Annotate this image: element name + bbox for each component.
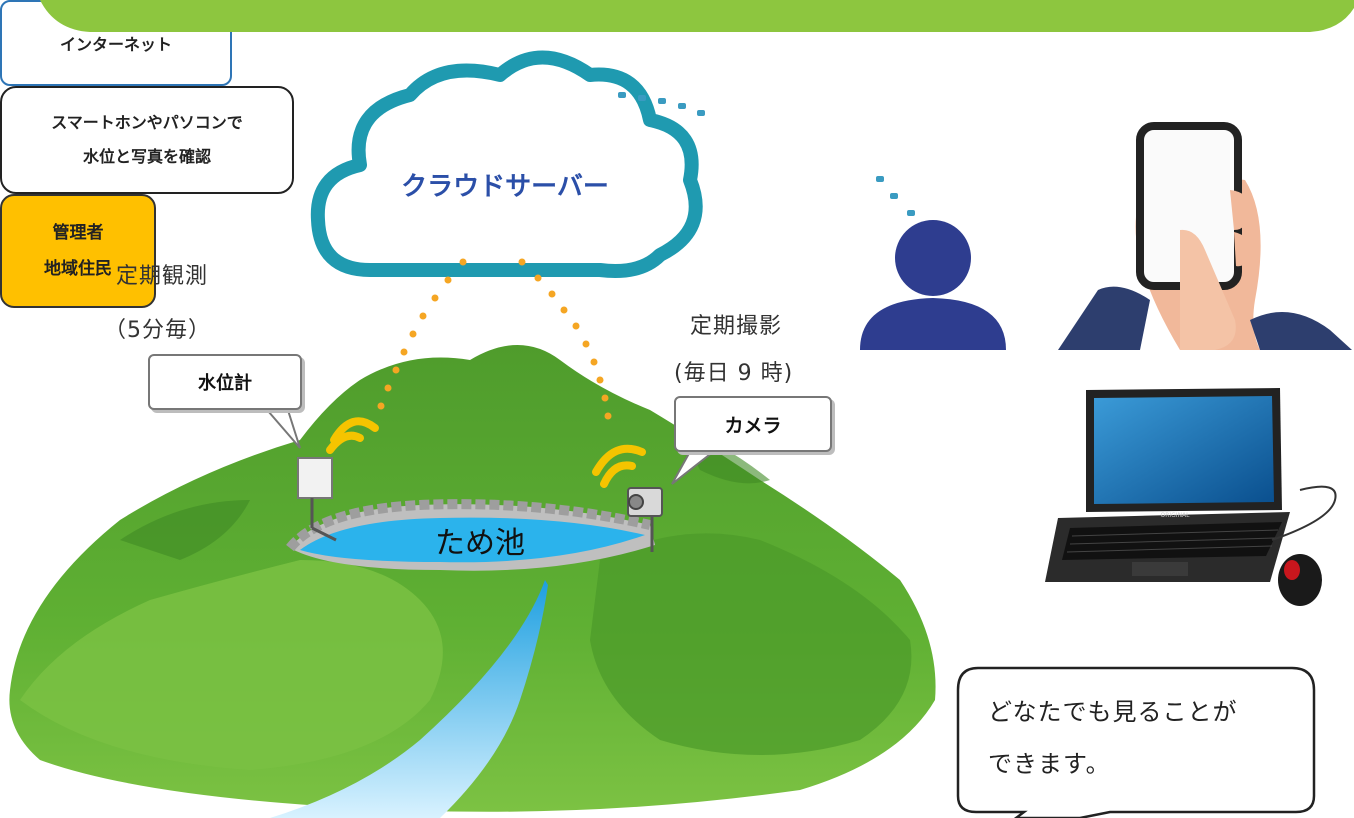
- admin-box: 管理者 地域住民: [0, 194, 156, 308]
- river: [270, 580, 548, 818]
- mountain: [9, 345, 936, 812]
- photo-title: 定期撮影: [690, 314, 783, 339]
- wifi-icon-left: [326, 417, 379, 454]
- water-gauge-label: 水位計: [198, 373, 252, 394]
- smartphone-hands-illustration: [1026, 118, 1352, 350]
- admin-label-line-2: 地域住民: [44, 259, 112, 279]
- camera-device: [627, 487, 663, 552]
- laptop-brand: ORIGINAL: [1160, 512, 1190, 519]
- camera-callout: カメラ: [674, 396, 832, 452]
- camera-label: カメラ: [724, 414, 782, 437]
- internet-dots-bottom: [876, 176, 915, 216]
- signal-dots-left: [377, 258, 467, 410]
- internet-label: インターネット: [59, 35, 172, 54]
- anyone-bubble-shape: [956, 666, 1316, 818]
- pond-label: ため池: [435, 526, 525, 561]
- admin-label-line-1: 管理者: [52, 223, 104, 243]
- anyone-text-line-2: できます。: [988, 750, 1111, 778]
- anyone-text-line-1: どなたでも見ることが: [988, 698, 1238, 726]
- observation-title: 定期観測: [116, 264, 209, 289]
- internet-dots-top: [618, 92, 705, 116]
- anyone-bubble: どなたでも見ることが できます。: [956, 668, 1314, 818]
- cloud-label: クラウドサーバー: [401, 172, 609, 202]
- phone-caption-box: スマートホンやパソコンで 水位と写真を確認: [0, 86, 294, 194]
- pond: [286, 499, 655, 571]
- phone-caption-line-1: スマートホンやパソコンで: [51, 113, 243, 132]
- header-banner: [40, 0, 1354, 32]
- gauge-callout-tail: [259, 403, 301, 449]
- signal-dots-right: [518, 258, 612, 420]
- phone-caption-line-2: 水位と写真を確認: [82, 147, 211, 166]
- laptop-illustration: [1045, 388, 1337, 606]
- wifi-icon-right: [592, 444, 646, 488]
- admin-person-icon: [860, 220, 1006, 350]
- cloud-server: [310, 50, 703, 278]
- photo-time: (毎日 9 時): [674, 361, 794, 386]
- anyone-text: どなたでも見ることが できます。: [988, 686, 1288, 790]
- water-gauge-callout: 水位計: [148, 354, 302, 410]
- water-gauge-device: [297, 457, 337, 542]
- observation-interval: （5分毎）: [104, 318, 211, 343]
